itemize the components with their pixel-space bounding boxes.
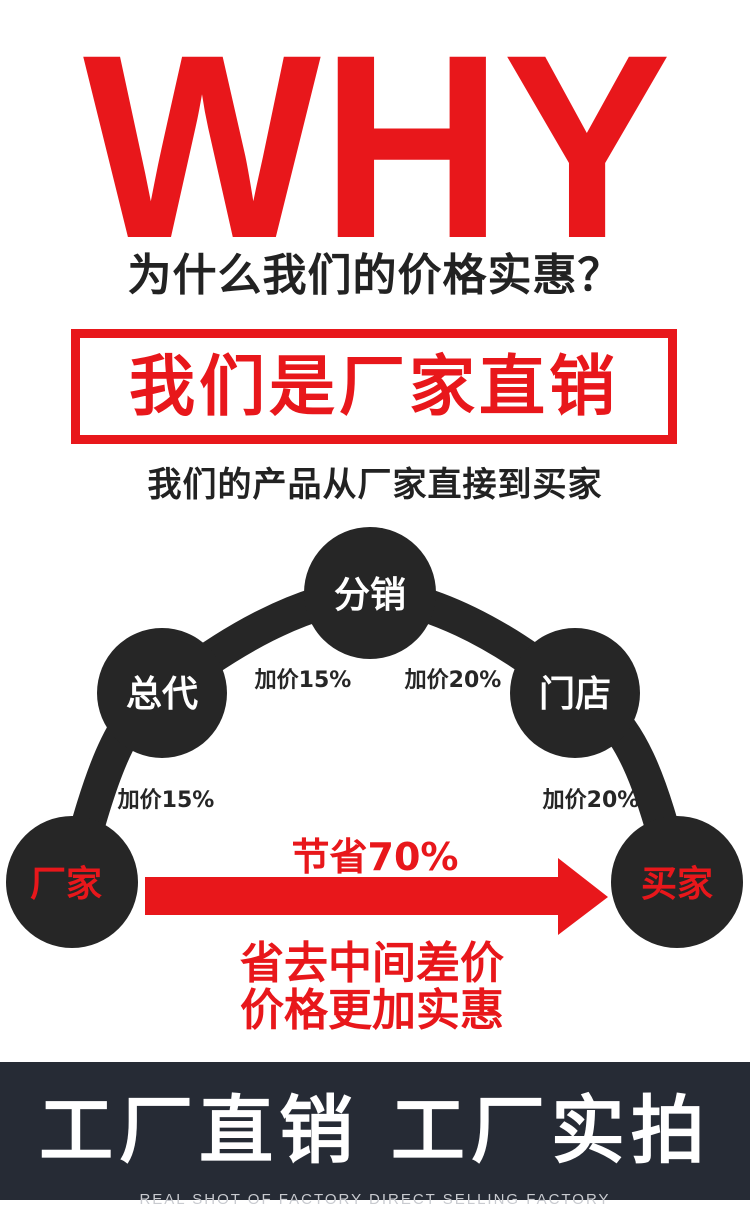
node-store: 门店 [510,628,640,758]
distribution-diagram: 厂家 总代 分销 门店 买家 加价15% 加价15% 加价20% 加价20% 节… [6,527,743,1036]
node-factory-label: 厂家 [30,864,102,905]
markup-label: 加价20% [542,788,640,813]
tagline: 我们的产品从厂家直接到买家 [147,465,603,505]
savings-line-2: 价格更加实惠 [240,985,504,1036]
footer-subtitle: REAL SHOT OF FACTORY DIRECT SELLING FACT… [139,1191,611,1208]
factory-direct-banner: 我们是厂家直销 [71,329,677,444]
node-factory: 厂家 [6,816,138,948]
direct-arrow-icon [145,858,608,935]
node-distributor: 分销 [304,527,436,659]
markup-label: 加价15% [254,668,352,693]
node-general-agent-label: 总代 [126,674,198,715]
markup-label: 加价15% [117,788,215,813]
banner-text: 我们是厂家直销 [129,347,619,425]
node-store-label: 门店 [539,674,611,715]
node-general-agent: 总代 [97,628,227,758]
savings-percent: 节省70% [292,835,459,879]
subtitle: 为什么我们的价格实惠？ [127,250,623,301]
footer-banner: 工厂直销 工厂实拍 REAL SHOT OF FACTORY DIRECT SE… [0,1062,750,1208]
node-distributor-label: 分销 [334,575,406,616]
footer-title: 工厂直销 工厂实拍 [39,1088,711,1174]
why-headline: WHY [83,30,671,260]
node-buyer: 买家 [611,816,743,948]
markup-label: 加价20% [404,668,502,693]
savings-line-1: 省去中间差价 [240,938,504,989]
headline-text: WHY [83,30,671,260]
node-buyer-label: 买家 [641,864,713,905]
